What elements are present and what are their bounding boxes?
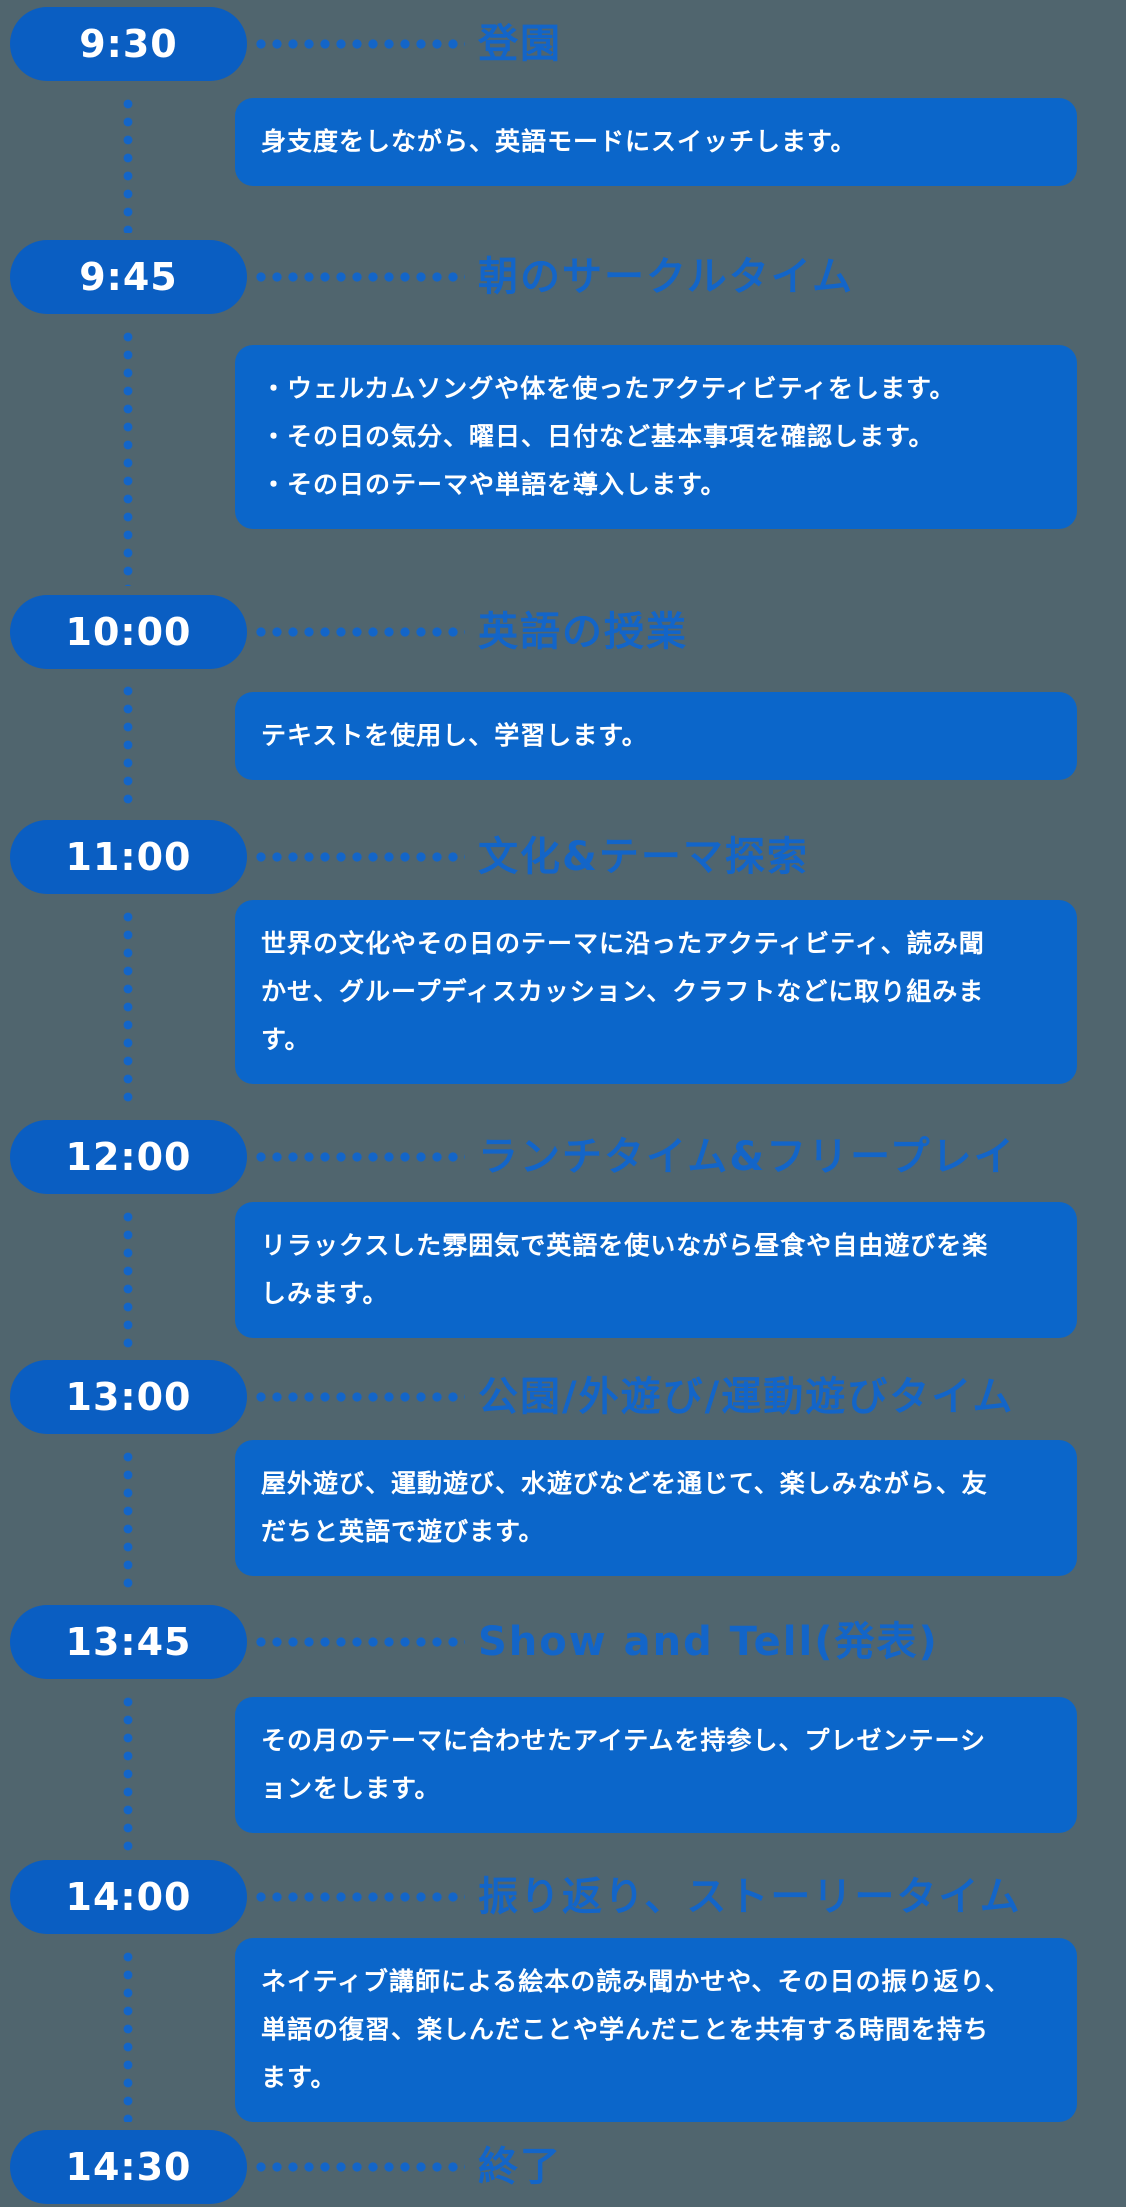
description-text: 屋外遊び、運動遊び、水遊びなどを通じて、楽しみながら、友 だちと英語で遊びます。	[261, 1469, 988, 1546]
description-card: リラックスした雰囲気で英語を使いながら昼食や自由遊びを楽 しみます。	[235, 1202, 1077, 1338]
section-title: 終了	[478, 2144, 562, 2190]
time-label: 12:00	[65, 1135, 192, 1179]
time-pill: 10:00	[10, 595, 247, 669]
time-pill: 9:45	[10, 240, 247, 314]
description-text: 世界の文化やその日のテーマに沿ったアクティビティ、読み聞 かせ、グループディスカ…	[261, 929, 985, 1054]
time-label: 13:45	[65, 1620, 192, 1664]
description-text: テキストを使用し、学習します。	[261, 721, 648, 750]
dotted-leader	[253, 272, 465, 282]
vertical-dots-connector	[123, 95, 133, 233]
dotted-leader	[253, 1152, 465, 1162]
time-label: 10:00	[65, 610, 192, 654]
dotted-leader	[253, 1637, 465, 1647]
vertical-dots-connector	[123, 1208, 133, 1352]
description-text: その月のテーマに合わせたアイテムを持参し、プレゼンテーシ ョンをします。	[261, 1726, 987, 1803]
section-title: ランチタイム&フリープレイ	[478, 1134, 1016, 1180]
section-title: 文化&テーマ探索	[478, 834, 809, 880]
time-pill: 9:30	[10, 7, 247, 81]
description-card: テキストを使用し、学習します。	[235, 692, 1077, 780]
dotted-leader	[253, 2162, 465, 2172]
dotted-leader	[253, 1892, 465, 1902]
vertical-dots-connector	[123, 1693, 133, 1851]
section-title: Show and Tell(発表)	[478, 1619, 939, 1665]
vertical-dots-connector	[123, 908, 133, 1110]
description-card: その月のテーマに合わせたアイテムを持参し、プレゼンテーシ ョンをします。	[235, 1697, 1077, 1833]
time-pill: 13:00	[10, 1360, 247, 1434]
vertical-dots-connector	[123, 682, 133, 812]
time-label: 9:30	[79, 22, 178, 66]
vertical-dots-connector	[123, 1448, 133, 1596]
time-label: 14:30	[65, 2145, 192, 2189]
description-card: 世界の文化やその日のテーマに沿ったアクティビティ、読み聞 かせ、グループディスカ…	[235, 900, 1077, 1084]
time-pill: 14:30	[10, 2130, 247, 2204]
description-card: 身支度をしながら、英語モードにスイッチします。	[235, 98, 1077, 186]
description-text: リラックスした雰囲気で英語を使いながら昼食や自由遊びを楽 しみます。	[261, 1231, 989, 1308]
time-pill: 11:00	[10, 820, 247, 894]
section-title: 振り返り、ストーリータイム	[478, 1874, 1022, 1920]
description-text: 身支度をしながら、英語モードにスイッチします。	[261, 127, 857, 156]
section-title: 登園	[478, 21, 562, 67]
vertical-dots-connector	[123, 1948, 133, 2122]
time-label: 11:00	[65, 835, 192, 879]
time-label: 14:00	[65, 1875, 192, 1919]
dotted-leader	[253, 852, 465, 862]
dotted-leader	[253, 627, 465, 637]
dotted-leader	[253, 1392, 465, 1402]
description-card: ネイティブ講師による絵本の読み聞かせや、その日の振り返り、 単語の復習、楽しんだ…	[235, 1938, 1077, 2122]
dotted-leader	[253, 39, 465, 49]
section-title: 朝のサークルタイム	[478, 254, 854, 300]
time-label: 13:00	[65, 1375, 192, 1419]
time-pill: 12:00	[10, 1120, 247, 1194]
vertical-dots-connector	[123, 328, 133, 586]
description-text: ネイティブ講師による絵本の読み聞かせや、その日の振り返り、 単語の復習、楽しんだ…	[261, 1967, 1011, 2092]
time-pill: 13:45	[10, 1605, 247, 1679]
section-title: 公園/外遊び/運動遊びタイム	[478, 1374, 1015, 1420]
description-card: ・ウェルカムソングや体を使ったアクティビティをします。 ・その日の気分、曜日、日…	[235, 345, 1077, 529]
description-card: 屋外遊び、運動遊び、水遊びなどを通じて、楽しみながら、友 だちと英語で遊びます。	[235, 1440, 1077, 1576]
description-text: ・ウェルカムソングや体を使ったアクティビティをします。 ・その日の気分、曜日、日…	[261, 374, 956, 499]
time-label: 9:45	[79, 255, 178, 299]
section-title: 英語の授業	[478, 609, 688, 655]
time-pill: 14:00	[10, 1860, 247, 1934]
